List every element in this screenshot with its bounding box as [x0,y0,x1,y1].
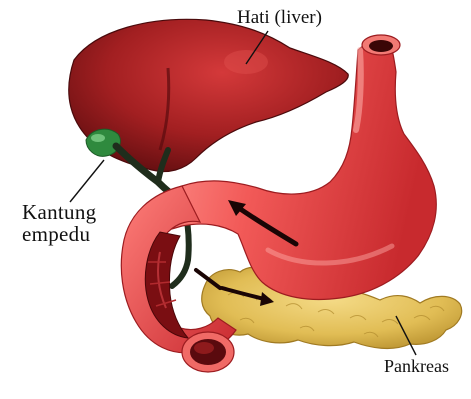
liver-label: Hati (liver) [237,8,322,28]
gallbladder-label: Kantung empedu [22,201,96,245]
gallbladder-label-line2: empedu [22,223,96,245]
duodenum-opening [182,332,234,372]
gallbladder-label-line1: Kantung [22,201,96,223]
pancreas-label: Pankreas [384,357,449,376]
gallbladder-pointer-line [70,160,104,202]
esophagus-opening [362,35,400,55]
